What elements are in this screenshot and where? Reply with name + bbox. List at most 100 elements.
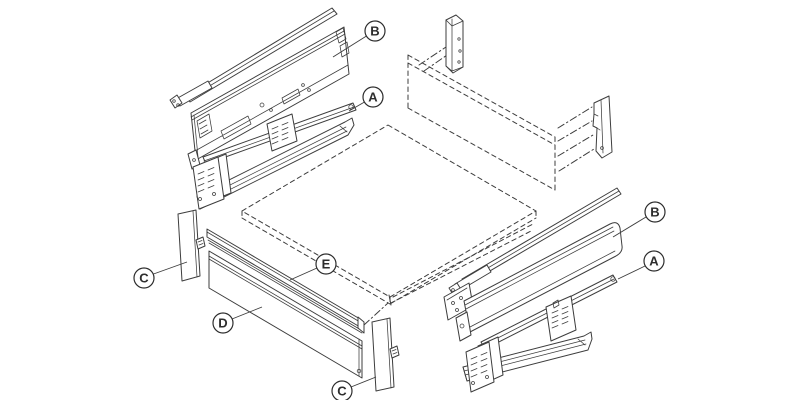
gallery-front-rail xyxy=(206,228,365,334)
side-panel-left-face xyxy=(190,26,350,161)
cover-cap-right-body xyxy=(371,317,395,392)
label-circle xyxy=(643,250,665,272)
plate-hole xyxy=(451,301,455,305)
tip-bolt xyxy=(176,103,180,107)
panel-hole xyxy=(259,102,265,108)
cabinet-slide-right xyxy=(462,331,593,393)
bracket-hole xyxy=(212,192,216,196)
back-bracket-right-alignment-lines xyxy=(557,106,595,172)
cabinet-slide-right-lines xyxy=(462,338,587,382)
screw-dot xyxy=(457,60,461,64)
cover-cap-left-hook-teeth xyxy=(197,240,204,246)
gallery-rail-right-inner xyxy=(463,190,620,283)
label-letter: C xyxy=(139,271,149,286)
cabinet-slide-right-bracket-perforations xyxy=(470,352,488,378)
runner-right-lock-perforations xyxy=(551,299,569,329)
label-circle xyxy=(644,201,666,223)
gallery-rail-right-sleeve xyxy=(454,264,492,292)
bracket-hole xyxy=(198,197,202,201)
front-alignment-lines xyxy=(363,223,534,326)
cover-cap-right-hook-teeth xyxy=(391,349,398,355)
panel-hole xyxy=(269,108,273,112)
label-circle xyxy=(362,86,384,108)
part-labels: B A C E D C B xyxy=(133,20,666,400)
e-rail-axis xyxy=(363,302,389,326)
side-panel-right-face xyxy=(463,222,623,333)
panel-corner-hole xyxy=(356,368,362,374)
bracket-hole xyxy=(485,375,489,379)
label-letter: C xyxy=(337,384,347,399)
left-drawer-side-assembly xyxy=(169,7,357,210)
leader-line xyxy=(231,306,263,320)
label-c-left: C xyxy=(133,261,188,289)
cabinet-slide-left xyxy=(192,117,355,210)
back-bracket-left xyxy=(445,14,464,74)
leader-line xyxy=(350,376,377,388)
cover-cap-left-inner xyxy=(192,210,198,278)
panel-hole xyxy=(307,88,311,92)
leader-line xyxy=(332,35,367,58)
back-panel-group xyxy=(407,14,613,191)
runner-left xyxy=(202,102,357,165)
gallery-rail-left-inner xyxy=(187,10,335,100)
tip-bolt xyxy=(172,99,176,103)
leader-line xyxy=(617,265,646,280)
panel-hole xyxy=(301,83,305,87)
cover-cap-right-inner xyxy=(386,318,392,389)
bracket-hole xyxy=(471,381,475,385)
screw-dot xyxy=(458,49,462,53)
back-bracket-right xyxy=(592,95,613,159)
label-c-lower-right: C xyxy=(331,376,377,400)
cabinet-slide-left-bracket-perforations xyxy=(197,167,215,193)
front-panel-top-lip xyxy=(208,255,363,377)
runner-right-lock-plate xyxy=(545,295,577,342)
right-drawer-side-assembly xyxy=(443,187,623,393)
label-a-upper-left: A xyxy=(348,86,384,112)
side-panel-left-details xyxy=(190,27,350,158)
back-bracket-left-body xyxy=(445,14,464,74)
front-panel-face xyxy=(208,250,363,379)
gallery-rail-left xyxy=(169,7,338,109)
label-e-front-rail: E xyxy=(289,253,337,281)
front-panel-group xyxy=(177,209,400,392)
side-panel-right xyxy=(455,222,623,342)
leader-line xyxy=(612,216,647,238)
cover-cap-right-hook xyxy=(389,345,400,359)
label-letter: A xyxy=(649,254,659,269)
cabinet-slide-left-lines xyxy=(196,125,348,210)
plate-hole xyxy=(455,308,459,312)
plate-hole xyxy=(459,296,463,300)
cover-cap-left-hook xyxy=(195,236,206,250)
runner-tip-roller xyxy=(348,104,354,110)
back-bracket-right-body xyxy=(592,95,613,159)
foot-hole xyxy=(459,323,465,329)
label-letter: B xyxy=(370,24,379,39)
label-letter: D xyxy=(218,316,227,331)
back-bracket-left-alignment-lines xyxy=(418,46,451,72)
label-letter: A xyxy=(368,90,378,105)
leader-line xyxy=(153,261,188,275)
label-letter: E xyxy=(322,257,331,272)
cover-cap-left xyxy=(177,209,206,282)
cabinet-slide-left-bracket-front xyxy=(192,156,225,210)
label-circle xyxy=(212,312,234,334)
runner-left-lock-plate xyxy=(266,113,298,152)
label-letter: B xyxy=(650,205,659,220)
mounting-plate-right-inner xyxy=(446,287,468,301)
foot-hole xyxy=(192,158,196,162)
leader-line xyxy=(348,101,365,112)
side-panel-right-details xyxy=(464,226,616,328)
label-d-front-panel: D xyxy=(212,306,263,334)
back-panel-outline xyxy=(407,54,556,191)
side-panel-left xyxy=(187,26,350,170)
runner-tip-roller xyxy=(610,276,616,282)
gallery-front-rail-lines xyxy=(206,231,363,334)
cabinet-slide-right-bracket-front xyxy=(465,341,495,393)
label-b-upper-left: B xyxy=(332,20,386,58)
label-b-right: B xyxy=(612,201,666,238)
gallery-front-rail-end-cap xyxy=(357,316,365,334)
side-panel-right-foot xyxy=(455,311,472,342)
cover-cap-right xyxy=(371,317,400,392)
